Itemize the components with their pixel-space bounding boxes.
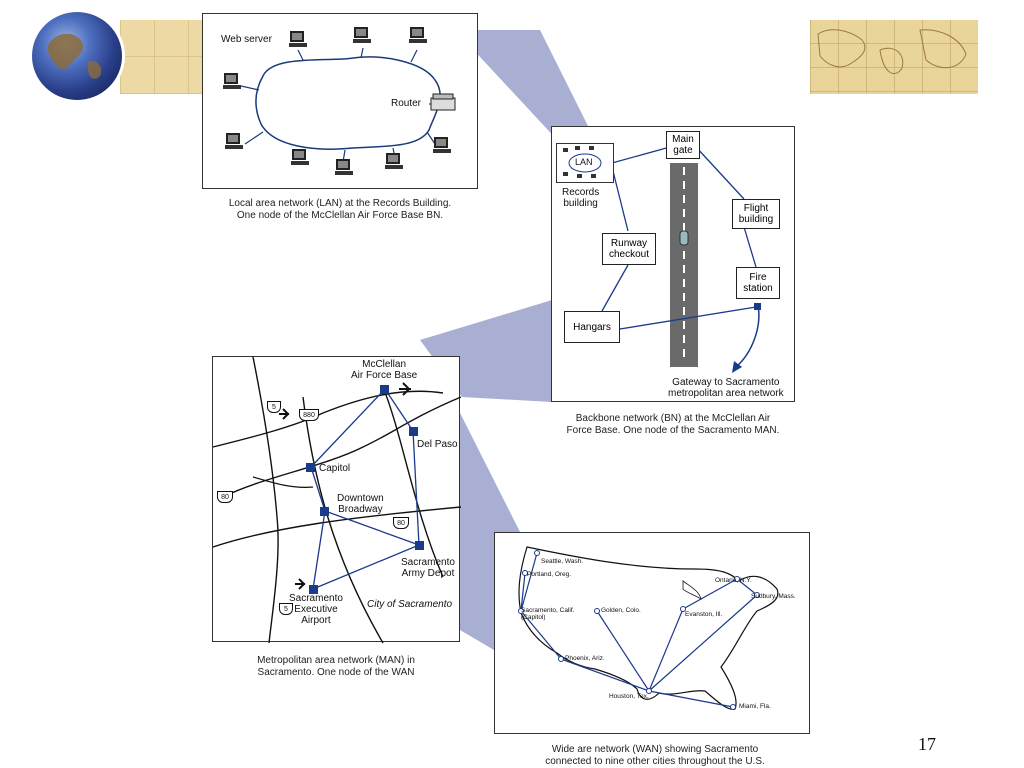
node-downtown (320, 507, 329, 516)
computer-icon (289, 30, 307, 48)
lan-cloud-label: LAN (575, 157, 593, 167)
lan-caption: Local area network (LAN) at the Records … (228, 198, 452, 221)
computer-icon (291, 148, 309, 166)
records-building-label: Records building (562, 187, 600, 209)
computer-icon (223, 72, 241, 90)
wan-map (518, 546, 779, 710)
city-sudbury: Sudbury, Mass. (751, 593, 796, 600)
lan-panel: Web server Router (202, 13, 478, 189)
computer-icon (335, 158, 353, 176)
node-airport (309, 585, 318, 594)
army-depot-label: Sacramento Army Depot (401, 557, 455, 579)
city-houston: Houston, Tex. (609, 693, 649, 700)
computer-icon (409, 26, 427, 44)
del-paso-label: Del Paso (417, 439, 458, 450)
router-icon (430, 93, 456, 111)
highway-5-bottom-shield: 5 (279, 603, 293, 615)
gateway-label: Gateway to Sacramento metropolitan area … (668, 377, 784, 399)
highway-5-top-shield: 5 (267, 401, 281, 413)
man-map (212, 356, 462, 644)
bn-diagram (601, 146, 761, 373)
main-gate-box: Main gate (666, 131, 700, 159)
city-ontario: Ontario, N.Y. (715, 577, 752, 584)
fire-station-box: Fire station (736, 267, 780, 299)
runway-checkout-box: Runway checkout (602, 233, 656, 265)
node-capitol (306, 463, 315, 472)
airport-label: Sacramento Executive Airport (289, 593, 343, 626)
man-caption: Metropolitan area network (MAN) in Sacra… (257, 655, 415, 678)
city-phoenix: Phoenix, Ariz. (565, 655, 605, 662)
airplane-icon (399, 382, 411, 396)
router-label: Router (391, 98, 422, 109)
globe-landmass (47, 33, 102, 79)
city-portland: Portland, Oreg. (527, 571, 572, 578)
lan-diagram (240, 47, 456, 163)
city-label: City of Sacramento (367, 599, 453, 610)
city-sacramento: Sacramento, Calif. (Capitol) (521, 607, 575, 621)
capitol-label: Capitol (319, 463, 351, 474)
wan-caption: Wide are network (WAN) showing Sacrament… (545, 744, 765, 767)
hangars-box: Hangars (564, 311, 620, 343)
wan-panel: Seattle, Wash. Portland, Oreg. Sacrament… (494, 532, 810, 734)
computer-icon (225, 132, 243, 150)
mcclellan-label: McClellan Air Force Base (351, 359, 418, 381)
highway-880-shield: 880 (299, 409, 319, 421)
airplane-icon (295, 578, 306, 590)
city-evanston: Evanston, Ill. (685, 611, 723, 618)
computer-icon (433, 136, 451, 154)
node-army-depot (415, 541, 424, 550)
node-del-paso (409, 427, 418, 436)
computer-icon (353, 26, 371, 44)
web-server-label: Web server (221, 34, 272, 45)
world-map-thumbnail (810, 20, 978, 94)
downtown-label: Downtown Broadway (337, 493, 384, 515)
globe-icon (32, 12, 122, 100)
world-map-outline (817, 29, 967, 75)
city-miami: Miami, Fla. (739, 703, 771, 710)
lan-cloud-icon (563, 146, 602, 178)
highway-80-left-shield: 80 (217, 491, 233, 503)
node-mcclellan (380, 385, 389, 394)
city-seattle: Seattle, Wash. (541, 558, 584, 565)
man-panel: McClellan Air Force Base Del Paso Capito… (212, 356, 462, 644)
highway-80-right-shield: 80 (393, 517, 409, 529)
flight-building-box: Flight building (732, 199, 780, 229)
bn-panel: LAN Records building Main gate Flight bu… (551, 126, 795, 402)
computer-icon (385, 152, 403, 170)
page-number: 17 (918, 734, 936, 754)
bn-caption: Backbone network (BN) at the McClellan A… (566, 413, 780, 436)
records-lan-box: LAN (556, 143, 614, 183)
airplane-icon (279, 408, 290, 420)
city-golden: Golden, Colo. (601, 607, 641, 614)
